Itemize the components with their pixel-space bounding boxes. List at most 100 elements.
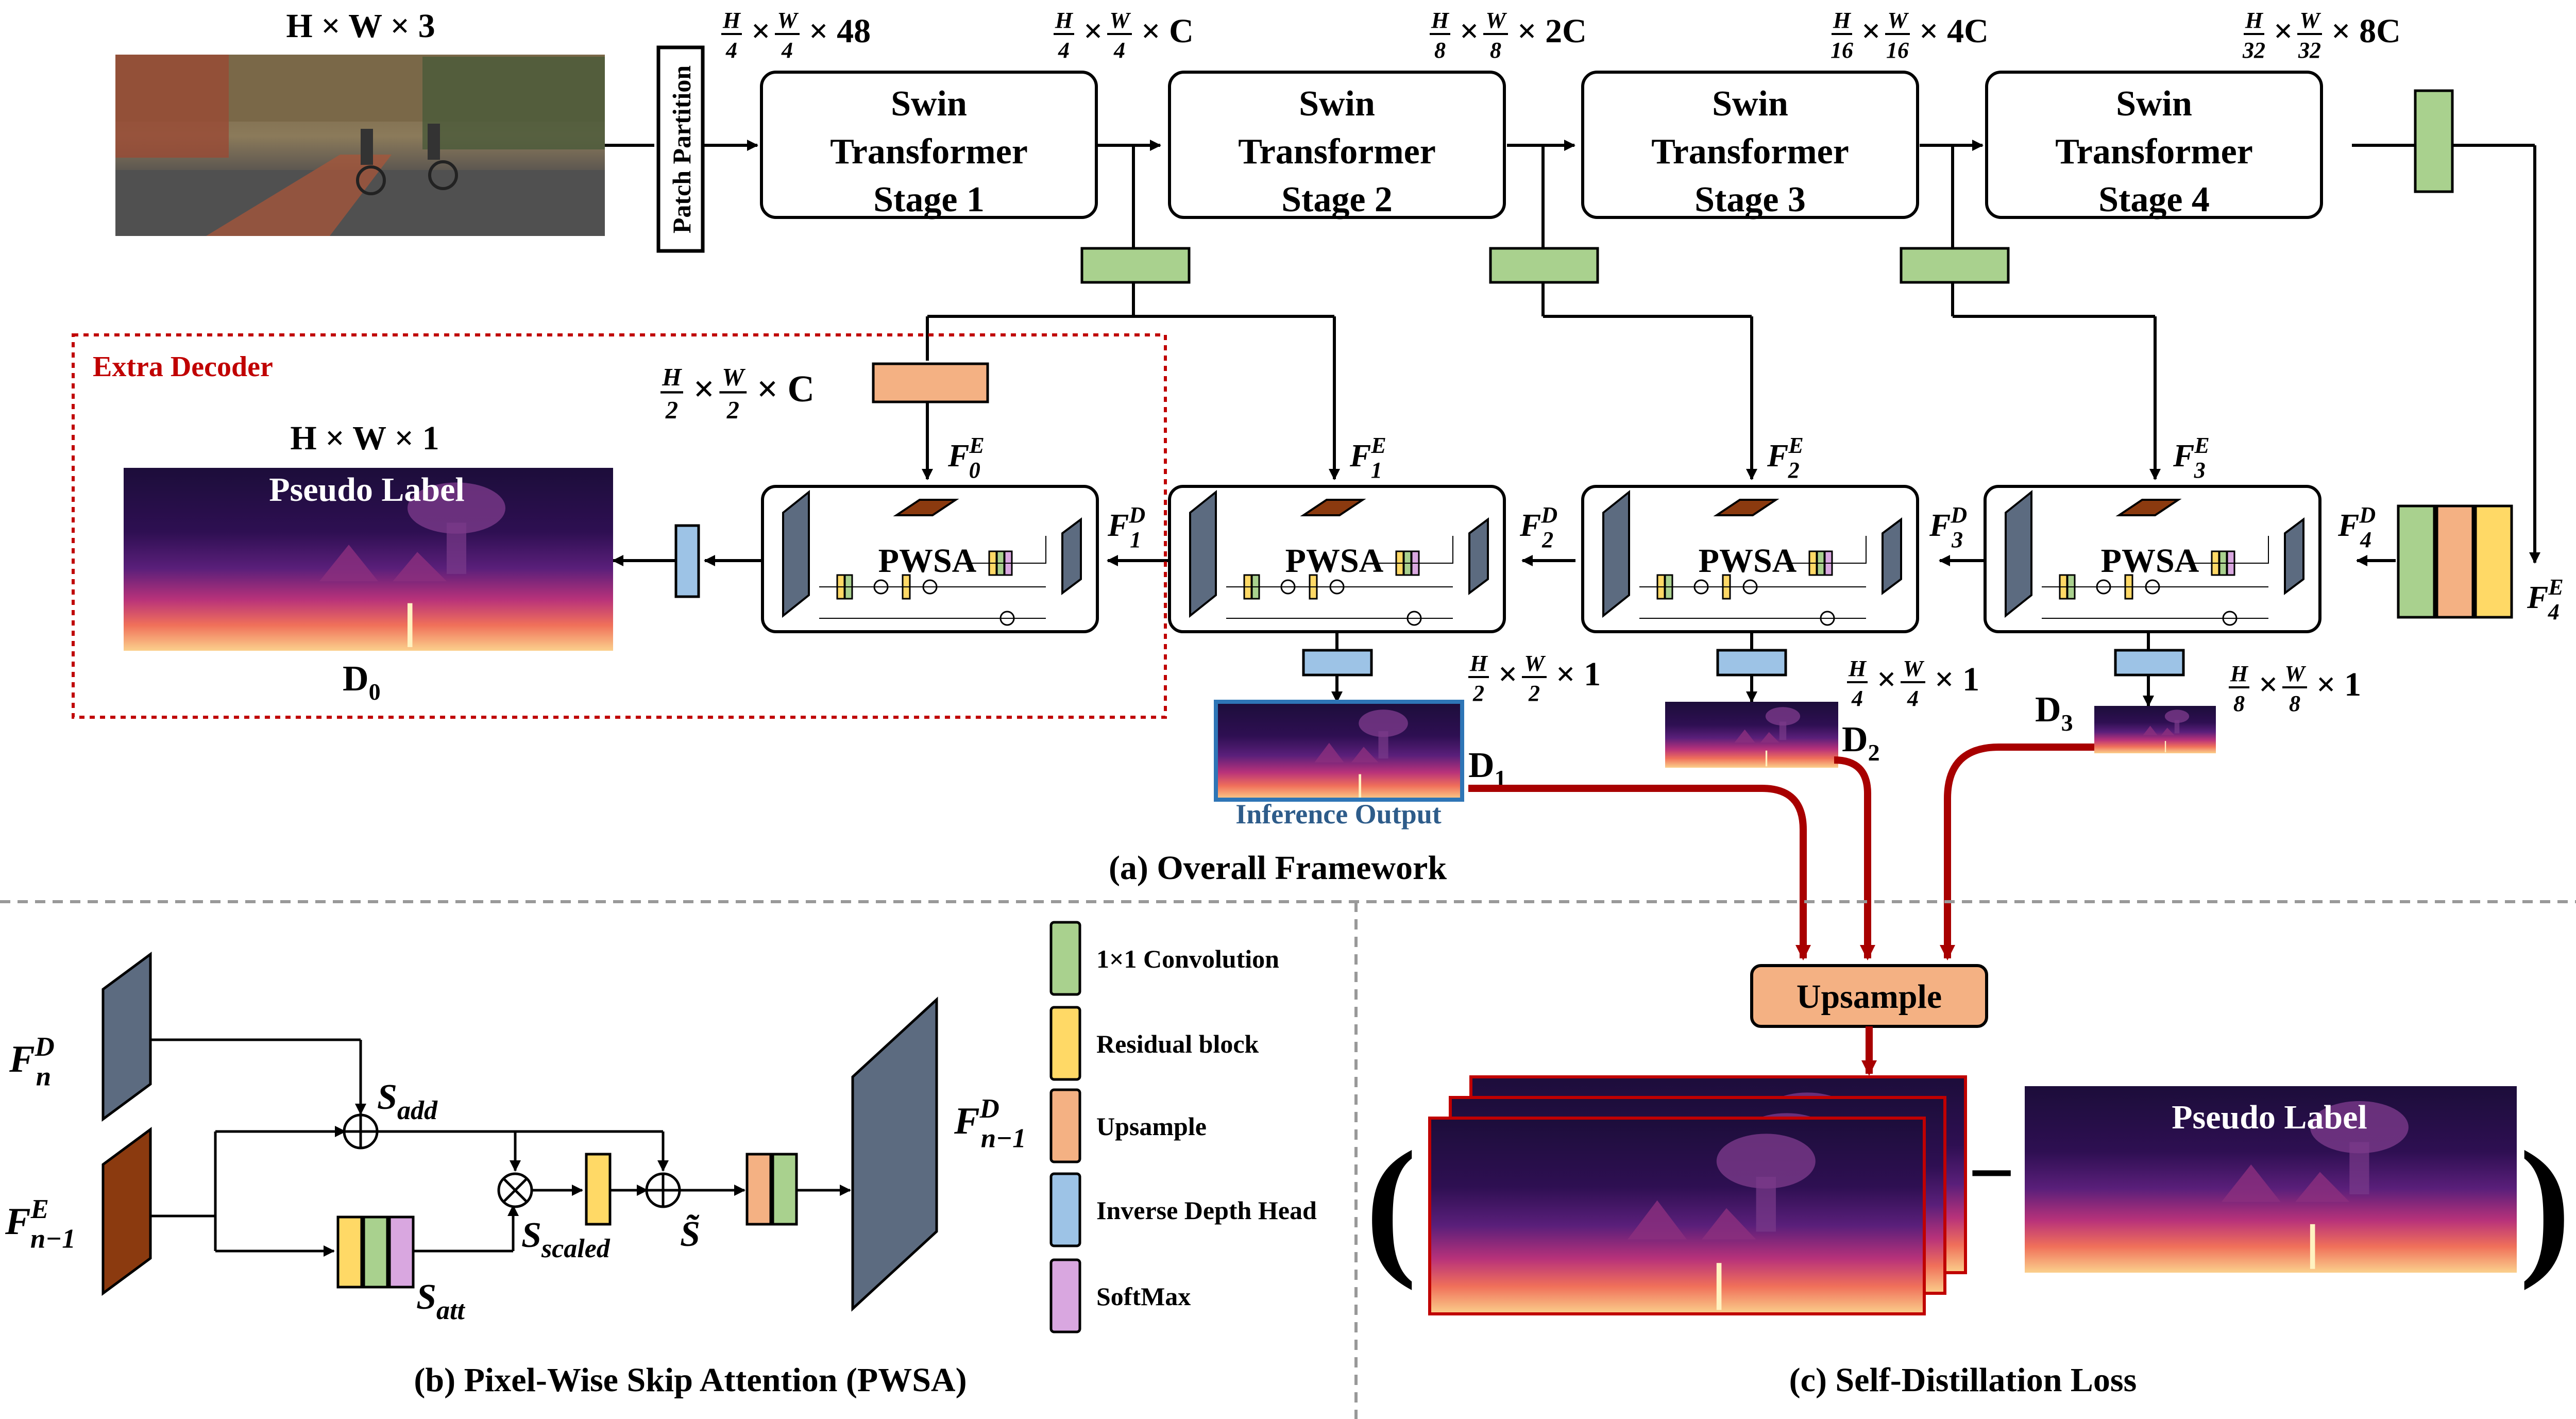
pseudo-label-text-loss: Pseudo Label: [2172, 1099, 2367, 1136]
frac-den-h: 8: [2233, 691, 2245, 716]
frac-num-h: H: [722, 8, 741, 33]
upsampled-predictions-stack: [1428, 1075, 1967, 1315]
frac-den-h: 4: [725, 38, 737, 63]
self-distillation-arrows: [1468, 744, 2094, 960]
legend-label: Inverse Depth Head: [1096, 1196, 1317, 1225]
times: ×: [2274, 12, 2293, 50]
depth-head-3: [2114, 649, 2185, 677]
times: ×: [2259, 666, 2278, 703]
frac-num-w: W: [1887, 8, 1909, 33]
channels: × 1: [1556, 655, 1601, 693]
channels: × C: [757, 368, 815, 410]
extra-decoder-border: [72, 333, 1167, 719]
stage-line2: Transformer: [2055, 132, 2253, 172]
loss-open-paren: (: [1365, 1120, 1417, 1291]
feature-stack-f4: [2397, 504, 2513, 619]
pseudo-label-text-d0: Pseudo Label: [269, 471, 465, 509]
stage-line3: Stage 3: [1694, 180, 1806, 219]
extra-decoder-title: Extra Decoder: [93, 351, 273, 383]
frac-num-w: W: [1524, 651, 1546, 676]
output-d3-image: [2094, 706, 2216, 753]
conv-block-skip-1: [1080, 247, 1191, 284]
d0-label: D0: [343, 659, 381, 705]
frac-num-h: H: [2245, 8, 2264, 33]
caption-b: (b) Pixel-Wise Skip Attention (PWSA): [414, 1361, 967, 1399]
s-add-label: Sadd: [377, 1077, 438, 1125]
depth-head-1: [1302, 649, 1373, 677]
times: ×: [751, 12, 771, 50]
conv-block-skip-2: [1489, 247, 1599, 284]
frac-den-w: 4: [1907, 686, 1919, 711]
patch-partition-label: Patch Partition: [667, 65, 696, 234]
output-dim-d3: H 8 ×W 8 × 1: [2229, 661, 2361, 716]
times: ×: [1083, 12, 1103, 50]
frac-den-h: 2: [1472, 681, 1484, 706]
upsample-block-extra: [872, 362, 989, 403]
upsample-loss-label: Upsample: [1797, 978, 1942, 1016]
channels: × 1: [1935, 661, 1979, 698]
pwsa-label: PWSA: [2101, 542, 2199, 580]
frac-den-w: 8: [2289, 691, 2300, 716]
loss-minus: −: [1968, 1127, 2015, 1219]
frac-den-h: 8: [1434, 38, 1446, 63]
s-tilde-label: S̃: [680, 1214, 700, 1254]
frac-num-h: H: [2230, 661, 2249, 686]
times: ×: [1498, 655, 1518, 693]
loss-close-paren: ): [2519, 1120, 2571, 1291]
depth-head-2: [1716, 649, 1787, 677]
times: ×: [1460, 12, 1479, 50]
frac-num-w: W: [1485, 8, 1507, 33]
frac-den-w: 8: [1490, 38, 1501, 63]
input-shape-label: H × W × 3: [286, 7, 435, 45]
frac-num-w: W: [722, 364, 745, 391]
dim-top-1: H4×W4× C: [1054, 8, 1194, 63]
frac-num-w: W: [2284, 661, 2306, 686]
pwsa-block-2: PWSA: [1581, 485, 1919, 633]
output-d1-image: [1214, 700, 1464, 802]
conv-block-skip-3: [1900, 247, 2010, 284]
frac-den-h: 16: [1831, 38, 1853, 63]
conv-block-stage4: [2414, 89, 2454, 193]
inference-output-label: Inference Output: [1235, 799, 1442, 830]
legend-label: 1×1 Convolution: [1096, 944, 1279, 973]
legend-label: SoftMax: [1096, 1282, 1191, 1311]
pwsa-label: PWSA: [1285, 542, 1384, 580]
frac-num-w: W: [1109, 8, 1131, 33]
frac-den-w: 32: [2298, 38, 2321, 63]
frac-den-w: 4: [781, 38, 793, 63]
patch-partition-block: Patch Partition: [656, 45, 705, 253]
channels: × 2C: [1517, 12, 1587, 50]
caption-a: (a) Overall Framework: [1109, 849, 1447, 887]
channels: × 8C: [2331, 12, 2401, 50]
stage-line1: Swin: [1299, 84, 1375, 124]
pwsa-block-0: PWSA: [761, 485, 1099, 633]
times: ×: [1861, 12, 1881, 50]
frac-num-h: H: [1431, 8, 1450, 33]
channels: × 48: [809, 12, 871, 50]
stage-line3: Stage 2: [1281, 180, 1393, 219]
pwsa-block-1: PWSA: [1168, 485, 1506, 633]
frac-num-h: H: [1848, 656, 1867, 681]
stage-line3: Stage 4: [2098, 180, 2210, 219]
channels: × 1: [2316, 666, 2361, 703]
frac-num-h: H: [1833, 8, 1852, 33]
dim-top-0: H4×W4× 48: [721, 8, 871, 63]
output-d2-image: [1665, 702, 1838, 768]
frac-num-h: H: [1055, 8, 1074, 33]
dim-top-3: H16×W16× 4C: [1831, 8, 1989, 63]
legend-item-4: SoftMax: [1049, 1258, 1191, 1333]
